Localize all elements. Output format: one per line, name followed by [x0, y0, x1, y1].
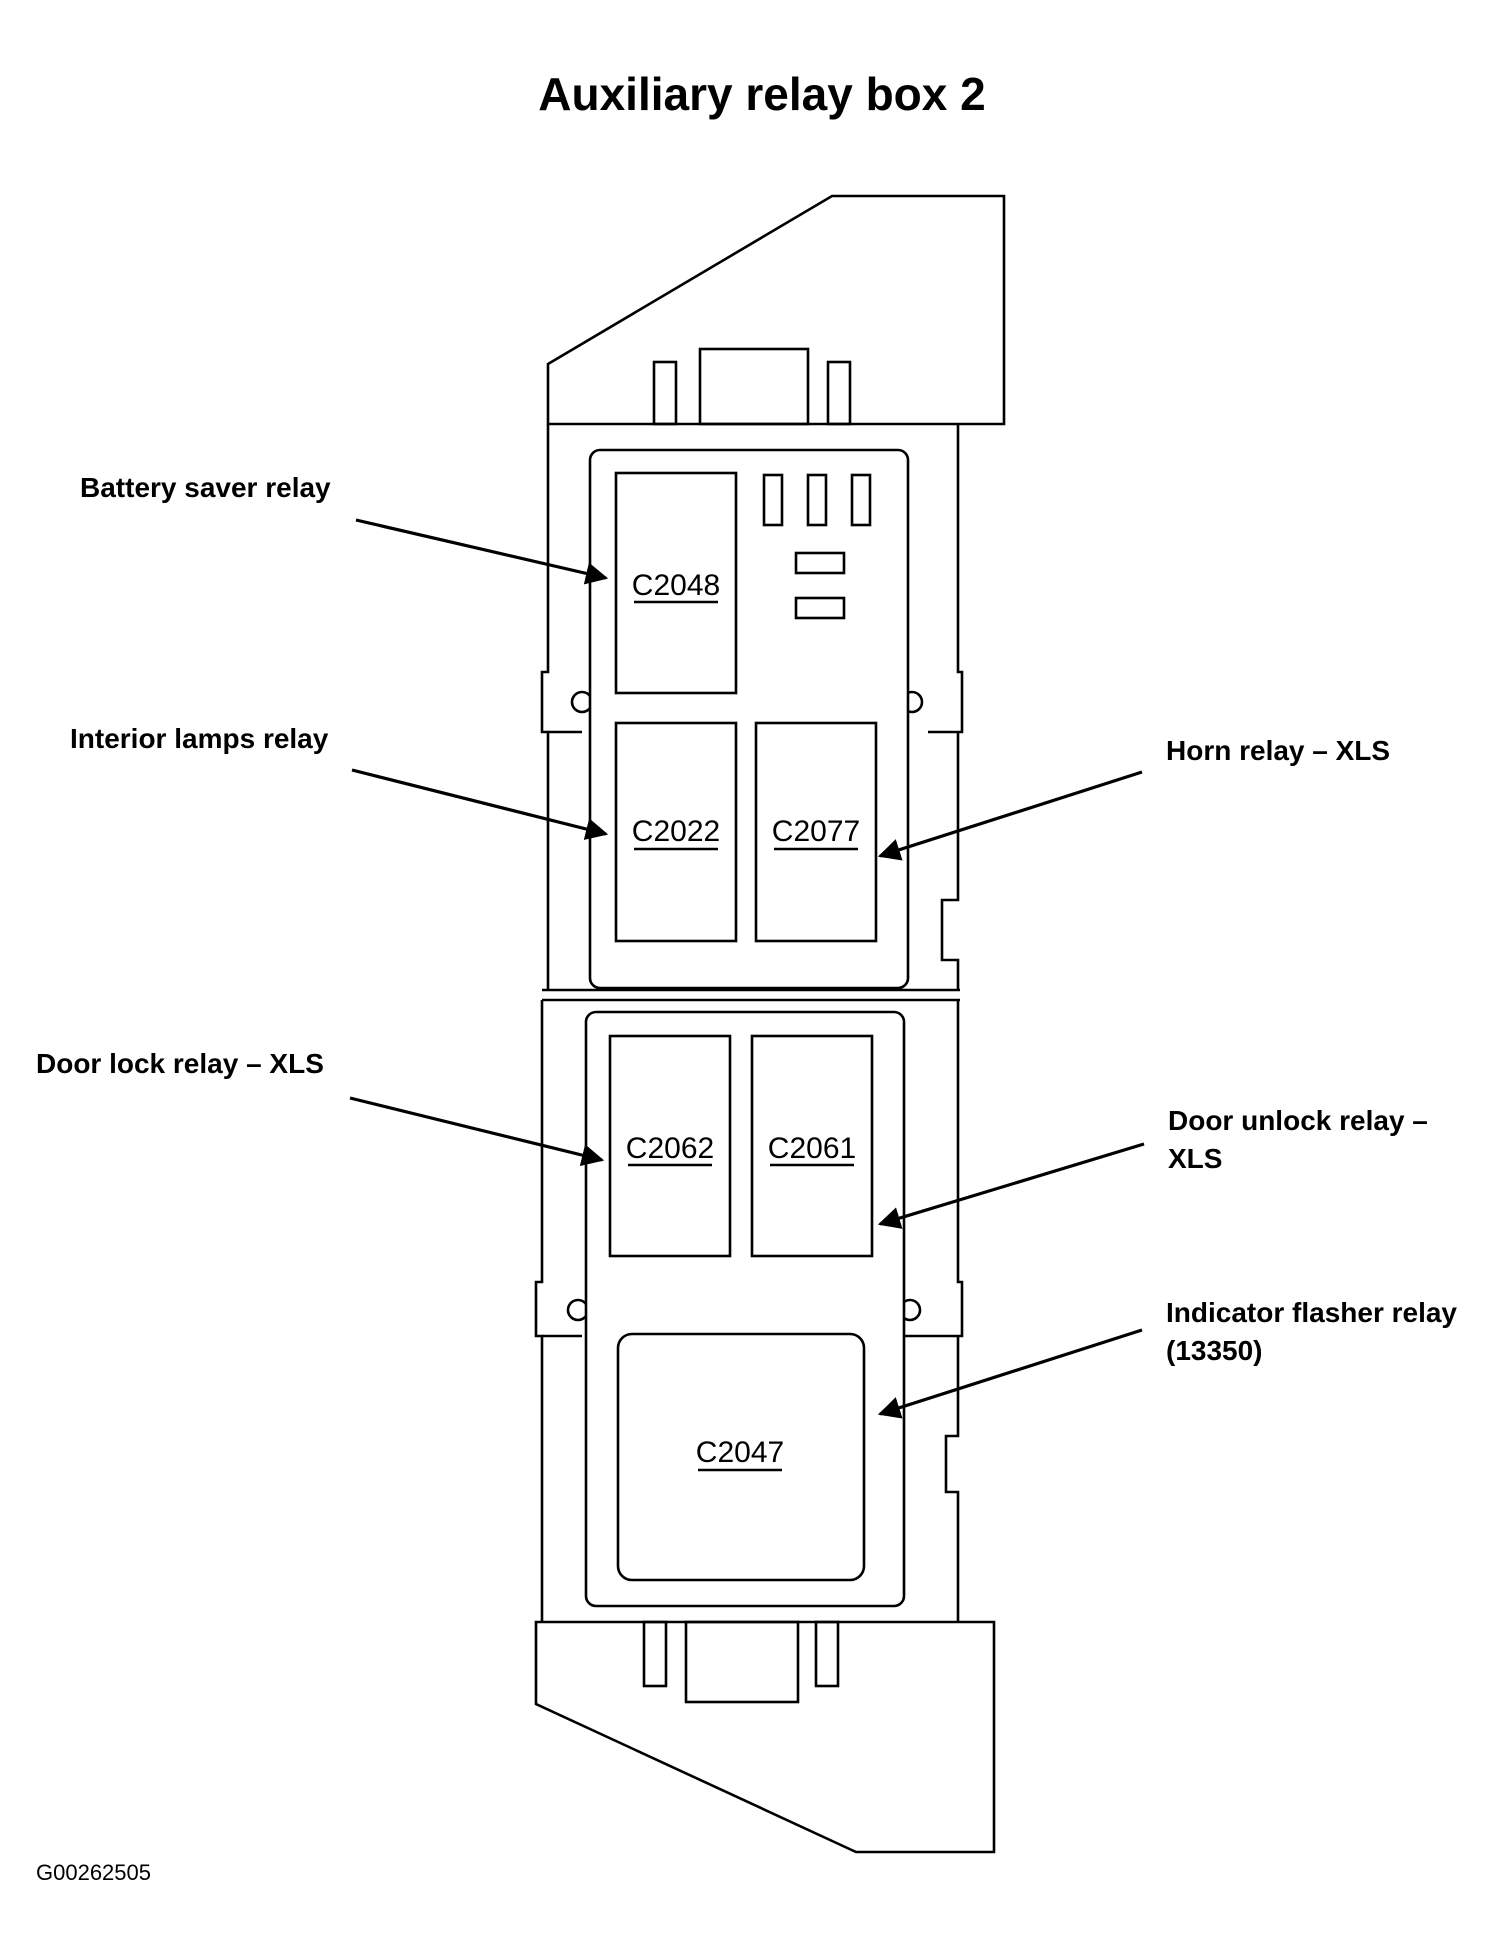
callout-horn-relay: Horn relay – XLS: [1166, 735, 1390, 766]
connector-label-c2062: C2062: [626, 1132, 714, 1165]
callout-indicator-flasher-relay-line2: (13350): [1166, 1335, 1263, 1366]
callout-door-lock-relay: Door lock relay – XLS: [36, 1048, 324, 1079]
relay-socket-c2062: C2062: [608, 1034, 732, 1258]
callout-interior-lamps-relay: Interior lamps relay: [70, 723, 329, 754]
diode-slot-1: [794, 551, 846, 575]
callout-indicator-flasher-relay-line1: Indicator flasher relay: [1166, 1297, 1457, 1328]
relay-socket-c2047: C2047: [616, 1332, 866, 1582]
arrow-door-unlock-relay: [877, 1142, 1145, 1229]
diagram-title: Auxiliary relay box 2: [538, 68, 985, 120]
relay-socket-c2048: C2048: [614, 471, 738, 695]
relay-socket-c2061: C2061: [750, 1034, 874, 1258]
callout-door-unlock-relay-line2: XLS: [1168, 1143, 1222, 1174]
fuse-slot-3: [850, 473, 872, 527]
fuse-slot-2: [806, 473, 828, 527]
relay-box-housing: [534, 194, 1006, 1854]
callout-battery-saver-relay: Battery saver relay: [80, 472, 331, 503]
relay-socket-c2022: C2022: [614, 721, 738, 943]
arrow-battery-saver-relay: [355, 518, 609, 585]
connector-label-c2077: C2077: [772, 815, 860, 848]
relay-socket-c2077: C2077: [754, 721, 878, 943]
connector-label-c2048: C2048: [632, 569, 720, 602]
connector-label-c2061: C2061: [768, 1132, 856, 1165]
diode-slot-2: [794, 596, 846, 620]
fuse-slot-1: [762, 473, 784, 527]
arrow-indicator-flasher-relay: [877, 1328, 1143, 1419]
connector-label-c2022: C2022: [632, 815, 720, 848]
arrow-horn-relay: [877, 770, 1143, 861]
connector-label-c2047: C2047: [696, 1436, 784, 1469]
callout-door-unlock-relay-line1: Door unlock relay –: [1168, 1105, 1428, 1136]
arrow-door-lock-relay: [349, 1096, 605, 1167]
figure-code: G00262505: [36, 1860, 151, 1885]
arrow-interior-lamps-relay: [351, 768, 609, 840]
